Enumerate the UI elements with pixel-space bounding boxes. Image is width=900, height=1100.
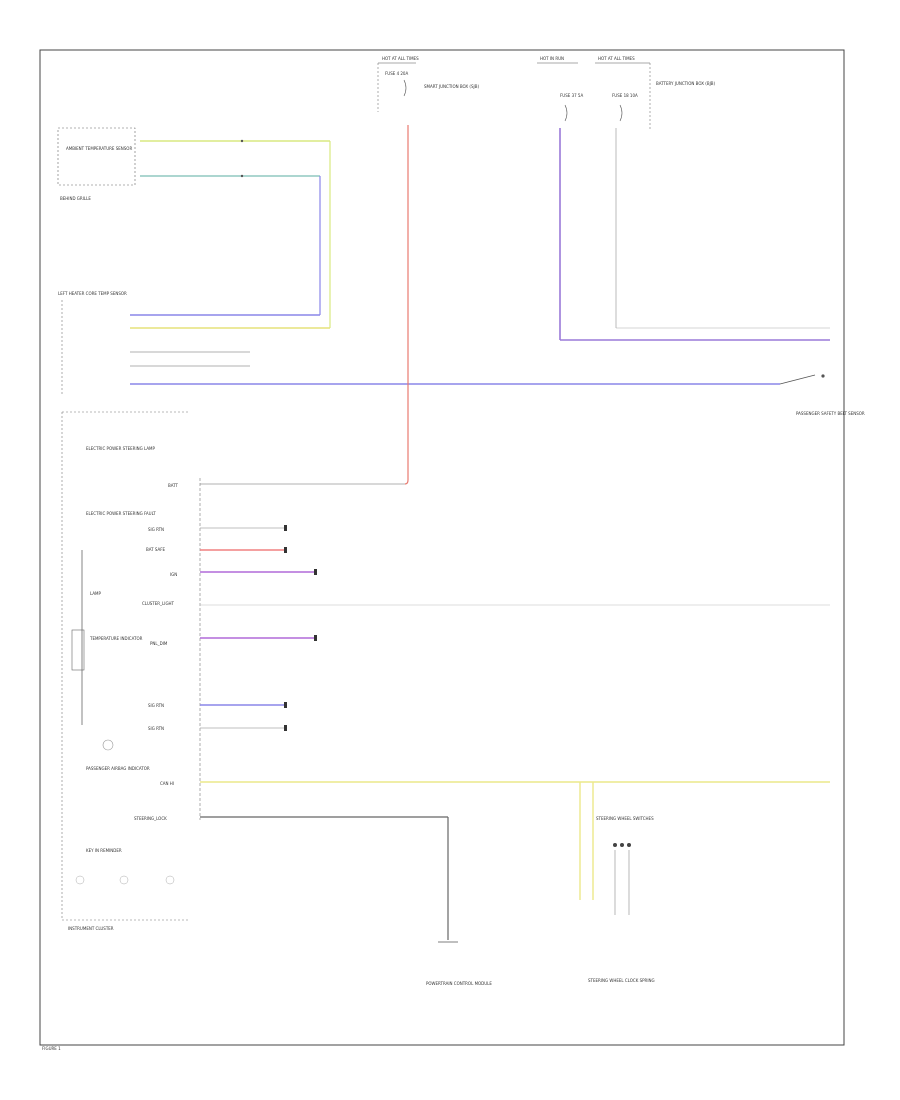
fuse-block-bjb-2: HOT AT ALL TIMES FUSE 18 10A BATTERY JUN… [595,56,715,130]
svg-text:BAT SAFE: BAT SAFE [146,547,166,552]
fuse-block-sjb: HOT AT ALL TIMES FUSE 4 20A SMART JUNCTI… [377,56,479,112]
svg-text:KEY IN REMINDER: KEY IN REMINDER [86,848,122,853]
svg-text:INSTRUMENT CLUSTER: INSTRUMENT CLUSTER [68,926,114,931]
svg-text:STEERING WHEEL CLOCK SPRING: STEERING WHEEL CLOCK SPRING [588,978,655,983]
svg-text:AMBIENT TEMPERATURE SENSOR: AMBIENT TEMPERATURE SENSOR [66,146,132,151]
left-heater-sensor: LEFT HEATER CORE TEMP SENSOR [58,291,127,395]
svg-text:PASSENGER SAFETY BELT SENSOR: PASSENGER SAFETY BELT SENSOR [796,411,865,416]
svg-text:POWERTRAIN CONTROL MODULE: POWERTRAIN CONTROL MODULE [426,981,492,986]
instrument-cluster: INSTRUMENT CLUSTER ELECTRIC POWER STEERI… [61,411,190,931]
svg-text:IGN: IGN [170,572,177,577]
svg-text:FUSE 4 20A: FUSE 4 20A [385,71,408,76]
svg-text:STEERING WHEEL SWITCHES: STEERING WHEEL SWITCHES [596,816,654,821]
ic-pin-labels: BATT SIG RTN BAT SAFE IGN CLUSTER_LIGHT … [134,483,179,821]
svg-text:HOT IN RUN: HOT IN RUN [540,56,564,61]
svg-text:BEHIND GRILLE: BEHIND GRILLE [60,196,91,201]
ground-symbol: POWERTRAIN CONTROL MODULE [426,941,492,986]
passenger-belt-switch: PASSENGER SAFETY BELT SENSOR [779,374,865,416]
svg-text:SIG RTN: SIG RTN [148,703,164,708]
svg-text:PASSENGER AIRBAG INDICATOR: PASSENGER AIRBAG INDICATOR [86,766,150,771]
connector-markers [284,525,317,731]
svg-text:SIG RTN: SIG RTN [148,527,164,532]
fuse-block-bjb-1: HOT IN RUN FUSE 37 5A [537,56,583,122]
svg-text:ELECTRIC POWER STEERING LAMP: ELECTRIC POWER STEERING LAMP [86,446,156,451]
svg-text:LAMP: LAMP [90,591,102,596]
svg-text:HOT AT ALL TIMES: HOT AT ALL TIMES [382,56,419,61]
svg-text:ELECTRIC POWER STEERING FAULT: ELECTRIC POWER STEERING FAULT [86,511,156,516]
svg-text:FUSE 18 10A: FUSE 18 10A [612,93,638,98]
svg-text:BATT: BATT [168,483,179,488]
steering-clock-spring: STEERING WHEEL CLOCK SPRING STEERING WHE… [588,816,655,983]
svg-text:CAN HI: CAN HI [160,781,174,786]
svg-text:CLUSTER_LIGHT: CLUSTER_LIGHT [142,601,175,606]
svg-text:SIG RTN: SIG RTN [148,726,164,731]
svg-text:PNL_DIM: PNL_DIM [150,641,168,646]
svg-text:BATTERY JUNCTION BOX (BJB): BATTERY JUNCTION BOX (BJB) [656,81,715,86]
svg-text:SMART JUNCTION BOX (SJB): SMART JUNCTION BOX (SJB) [424,84,479,89]
ambient-temp-sensor: AMBIENT TEMPERATURE SENSOR BEHIND GRILLE [57,127,136,201]
footer-label: FIGURE 1 [42,1046,61,1051]
diagram-frame [39,49,845,1046]
svg-text:LEFT HEATER CORE TEMP SENSOR: LEFT HEATER CORE TEMP SENSOR [58,291,127,296]
svg-text:FUSE 37 5A: FUSE 37 5A [560,93,583,98]
svg-text:HOT AT ALL TIMES: HOT AT ALL TIMES [598,56,635,61]
svg-text:TEMPERATURE INDICATOR: TEMPERATURE INDICATOR [89,636,143,641]
svg-text:STEERING_LOCK: STEERING_LOCK [134,816,167,821]
